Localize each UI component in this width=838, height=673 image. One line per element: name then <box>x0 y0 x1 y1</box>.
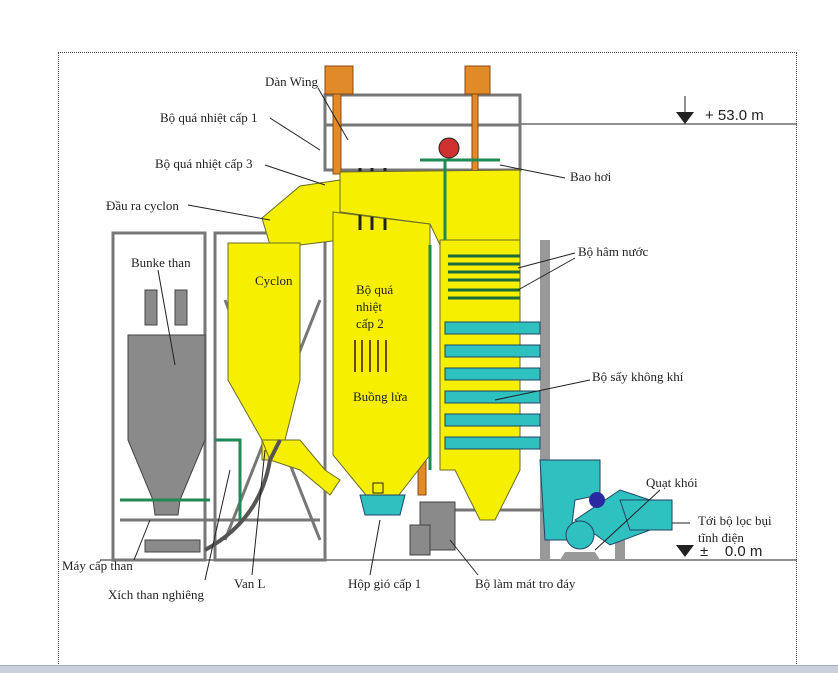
label-bottom-ash-cooler: Bộ làm mát tro đáy <box>475 576 576 591</box>
label-cyclone: Cyclon <box>255 273 293 288</box>
label-inclined-coal-chain: Xích than nghiêng <box>108 587 205 602</box>
economizer-tubes <box>448 254 520 300</box>
window-bottom-bar <box>0 665 838 673</box>
label-economizer: Bộ hâm nước <box>578 244 648 259</box>
label-air-heater: Bộ sấy không khí <box>592 369 684 384</box>
coal-bunker-shape <box>127 289 206 553</box>
flue-gas-duct <box>539 459 673 560</box>
air-heater-tubes <box>444 321 541 450</box>
l-valve-shape <box>261 439 341 496</box>
label-superheater-2-line3: cấp 2 <box>356 316 384 331</box>
bottom-ash-cooler-shape <box>409 501 456 556</box>
label-superheater-2-line2: nhiệt <box>356 299 382 314</box>
label-primary-air-box: Hộp gió cấp 1 <box>348 576 421 591</box>
label-to-esp-line1: Tới bộ lọc bụi <box>698 513 772 528</box>
label-l-valve: Van L <box>234 576 265 591</box>
label-flue-gas-fan: Quạt khói <box>646 475 698 490</box>
label-coal-feeder: Máy cấp than <box>62 558 133 573</box>
steam-drum-shape <box>438 137 460 159</box>
furnace-shape <box>332 211 431 501</box>
green-pipes <box>420 158 500 470</box>
cyclone-outlet-duct <box>261 179 341 246</box>
level-marker-ground <box>676 545 694 557</box>
green-pipes-left <box>120 438 242 520</box>
level-top-label: + 53.0 m <box>705 107 764 124</box>
label-coal-bunker: Bunke than <box>131 255 191 270</box>
label-to-esp-line2: tĩnh điện <box>698 530 744 545</box>
label-superheater-1: Bộ quá nhiệt cấp 1 <box>160 110 257 125</box>
primary-air-box-shape <box>359 494 406 516</box>
level-ground-label: ± 0.0 m <box>700 543 762 560</box>
label-superheater-3: Bộ quá nhiệt cấp 3 <box>155 156 252 171</box>
label-steam-drum: Bao hơi <box>570 169 612 184</box>
label-cyclone-outlet: Đầu ra cyclon <box>106 198 179 213</box>
flue-gas-fan-shape <box>565 520 595 550</box>
inclined-coal-chain-shape <box>204 439 282 552</box>
superheater-2-tubes <box>354 340 387 372</box>
label-superheater-2-line1: Bộ quá <box>356 282 393 297</box>
label-dan-wing: Dàn Wing <box>265 74 319 89</box>
leader-lines <box>133 87 690 581</box>
label-furnace: Buồng lửa <box>353 389 408 404</box>
